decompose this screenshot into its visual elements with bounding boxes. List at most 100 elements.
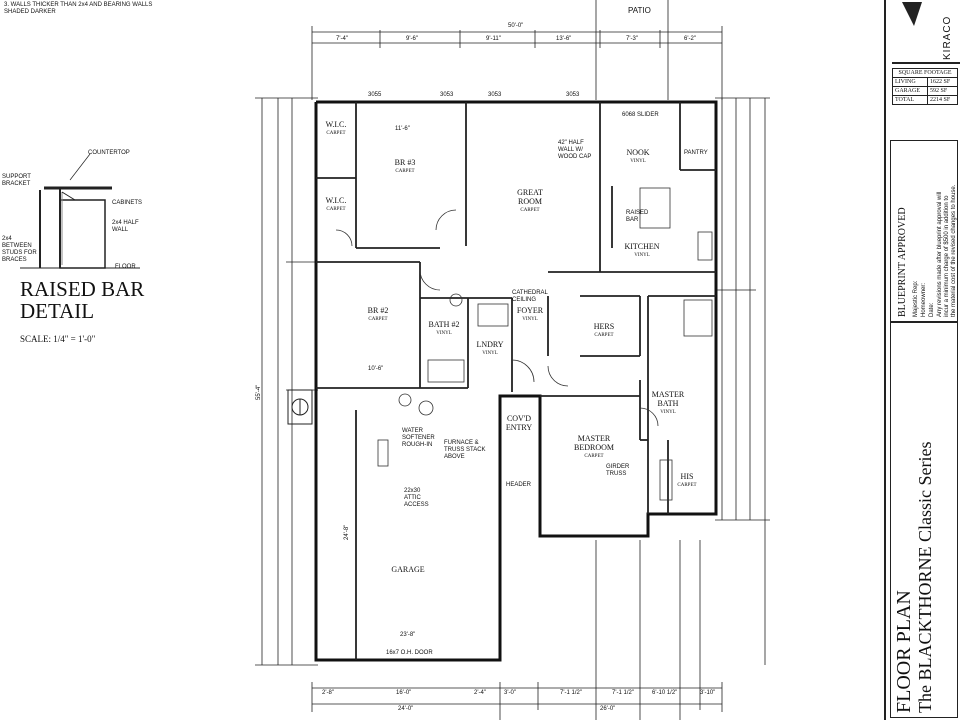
approved-line-6: the material cost of the revised changes… <box>951 184 957 317</box>
approved-line-5: incur a minimum charge of $500 in additi… <box>944 195 950 317</box>
plan-subtitle: The BLACKTHORNE Classic Series <box>915 441 935 713</box>
note-furnace: FURNACE & TRUSS STACK ABOVE <box>444 440 486 460</box>
room-wic-1: W.I.C. CARPET <box>318 120 354 138</box>
room-lndry-floor: VINYL <box>482 351 498 356</box>
room-covd-entry: COV'D ENTRY <box>500 414 538 432</box>
bar-detail-title: RAISED BAR DETAIL <box>20 278 144 322</box>
room-foyer-name: FOYER <box>516 306 544 315</box>
room-wic-1-floor: CARPET <box>326 131 346 136</box>
dim-top-seg-5: 7'-3" <box>626 36 638 42</box>
room-garage: GARAGE <box>380 565 436 574</box>
window-2: 3053 <box>440 92 454 98</box>
room-br3-floor: CARPET <box>395 169 415 174</box>
room-lndry-name: LNDRY <box>476 340 504 349</box>
room-nook-floor: VINYL <box>630 159 646 164</box>
callout-cabinets: CABINETS <box>112 200 143 206</box>
dim-bottom-seg-2: 16'-0" <box>396 690 412 696</box>
room-foyer: FOYER VINYL <box>512 306 548 324</box>
room-br2-name: BR #2 <box>367 306 389 315</box>
room-wic-2-floor: CARPET <box>326 207 346 212</box>
callout-braces: 2x4 BETWEEN STUDS FOR BRACES <box>2 236 37 263</box>
room-hers-name: HERS <box>593 322 615 331</box>
note-pantry: PANTRY <box>684 150 708 156</box>
room-garage-name: GARAGE <box>391 565 425 574</box>
approved-line-4: Any revisions made after blueprint appro… <box>937 191 943 317</box>
note-attic-access: 22x30 ATTIC ACCESS <box>404 488 429 508</box>
approval-box: BLUEPRINT APPROVED Majestic Rep: Homeown… <box>890 140 958 322</box>
room-foyer-floor: VINYL <box>522 317 538 322</box>
room-wic-2: W.I.C. CARPET <box>318 196 354 214</box>
approved-heading: BLUEPRINT APPROVED <box>897 207 908 317</box>
raised-bar-section-drawing <box>20 153 140 269</box>
room-covd-entry-name: COV'D ENTRY <box>505 414 533 432</box>
approved-line-2: Homeowner: <box>921 282 927 317</box>
room-master-bath-name: MASTER BATH <box>651 390 685 408</box>
callout-half-wall: 2x4 HALF WALL <box>112 220 139 233</box>
logo-area: KIRACO <box>892 0 960 64</box>
dim-bottom-seg-8: 3'-10" <box>700 690 716 696</box>
room-his-floor: CARPET <box>677 483 697 488</box>
room-great-room-floor: CARPET <box>520 208 540 213</box>
plan-title-box: FLOOR PLAN The BLACKTHORNE Classic Serie… <box>890 322 958 718</box>
room-wic-2-name: W.I.C. <box>325 196 347 205</box>
dim-bottom-overall-2: 26'-0" <box>600 706 616 712</box>
dim-garage-depth: 24'-8" <box>344 524 350 540</box>
bar-detail-scale: SCALE: 1/4" = 1'-0" <box>20 334 96 344</box>
dim-br3-width: 11'-6" <box>395 126 410 132</box>
dim-garage-width: 23'-8" <box>400 632 416 638</box>
note-slider: 6068 SLIDER <box>622 112 659 118</box>
room-master-bath: MASTER BATH VINYL <box>648 390 688 417</box>
room-br2-floor: CARPET <box>368 317 388 322</box>
room-his-name: HIS <box>680 472 694 481</box>
sqft-label: TOTAL <box>893 96 928 104</box>
plan-title: FLOOR PLAN <box>893 590 915 713</box>
room-hers-floor: CARPET <box>594 333 614 338</box>
room-great-room-name: GREAT ROOM <box>517 188 543 206</box>
dim-top-seg-3: 9'-11" <box>486 36 501 42</box>
callout-floor: FLOOR <box>115 264 136 270</box>
dim-top-overall: 50'-0" <box>508 23 524 29</box>
dim-top-seg-2: 9'-6" <box>406 36 418 42</box>
dim-top-seg-6: 6'-2" <box>684 36 696 42</box>
callout-countertop: COUNTERTOP <box>88 150 130 156</box>
sqft-label: LIVING <box>893 78 928 86</box>
callout-support-bracket: SUPPORT BRACKET <box>2 174 31 187</box>
window-3: 3053 <box>488 92 502 98</box>
note-header: HEADER <box>506 482 532 488</box>
sqft-label: GARAGE <box>893 87 928 95</box>
dim-top-seg-1: 7'-4" <box>336 36 348 42</box>
raised-bar-detail: COUNTERTOP SUPPORT BRACKET CABINETS 2x4 … <box>0 140 180 350</box>
dim-left-overall: 55'-4" <box>256 384 262 400</box>
approved-line-3: Date: <box>929 302 935 317</box>
room-master-bedroom-floor: CARPET <box>584 454 604 459</box>
dim-bottom-seg-6: 7'-1 1/2" <box>612 690 634 696</box>
room-kitchen-floor: VINYL <box>634 253 650 258</box>
room-master-bath-floor: VINYL <box>660 410 676 415</box>
logo-mark-icon <box>902 2 922 26</box>
room-wic-1-name: W.I.C. <box>325 120 347 129</box>
dim-bottom-overall-1: 24'-0" <box>398 706 414 712</box>
window-1: 3055 <box>368 92 382 98</box>
sqft-header: SQUARE FOOTAGE <box>893 69 957 78</box>
dim-br2-width: 10'-6" <box>368 366 384 372</box>
room-his: HIS CARPET <box>672 472 702 490</box>
room-hers: HERS CARPET <box>584 322 624 340</box>
bar-detail-title-line2: DETAIL <box>20 299 95 323</box>
window-4: 3053 <box>566 92 580 98</box>
note-raised-bar: RAISED BAR <box>626 210 649 223</box>
room-br2: BR #2 CARPET <box>356 306 400 324</box>
sqft-value: 2214 SF <box>930 97 951 103</box>
note-water-softener: WATER SOFTENER ROUGH-IN <box>402 428 435 448</box>
sqft-value: 1622 SF <box>930 79 951 85</box>
room-great-room: GREAT ROOM CARPET <box>508 188 552 215</box>
approved-line-1: Majestic Rep: <box>913 280 919 317</box>
dim-bottom-seg-1: 2'-8" <box>322 690 334 696</box>
